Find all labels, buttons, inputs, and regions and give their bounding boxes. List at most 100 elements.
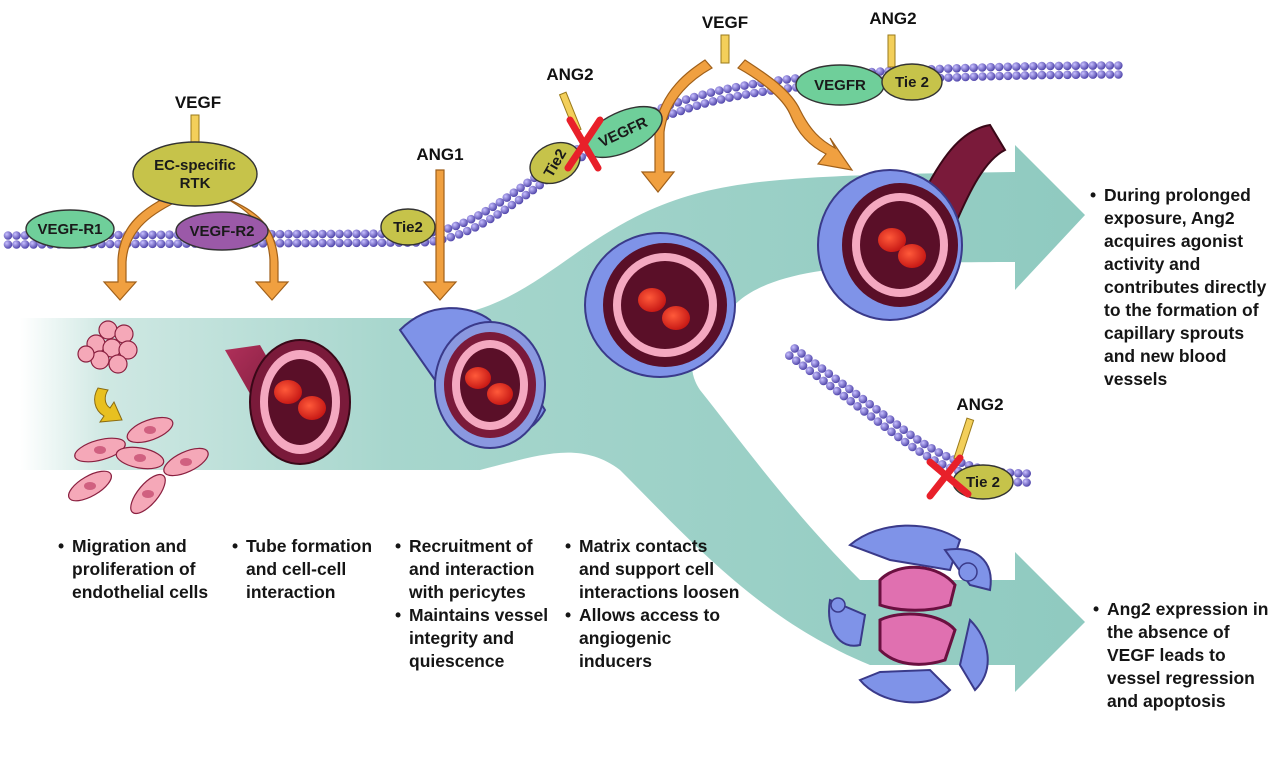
membrane-bead <box>284 229 293 239</box>
membrane-bead <box>952 73 962 82</box>
ang2-right-label: ANG2 <box>869 9 916 28</box>
membrane-bead <box>500 205 510 215</box>
vegf-center-label: VEGF <box>702 13 748 32</box>
membrane-bead <box>488 202 498 212</box>
membrane-bead <box>377 238 387 247</box>
membrane-bead <box>740 81 749 90</box>
membrane-bead <box>173 239 183 248</box>
tie2-ang1-label: Tie2 <box>393 219 423 236</box>
vessel-sprouting <box>817 123 1007 321</box>
membrane-bead <box>1097 61 1106 70</box>
signal-arrow-vegf-center-left <box>640 59 713 193</box>
caption-bullet: Recruitment of and interaction with peri… <box>395 535 555 604</box>
membrane-bead <box>528 185 538 195</box>
caption-bullet: Ang2 expression in the absence of VEGF l… <box>1093 598 1273 713</box>
block-x-lower <box>926 454 972 500</box>
membrane-bead <box>301 238 310 248</box>
membrane-bead <box>105 239 115 249</box>
membrane-bead <box>1105 70 1115 79</box>
membrane-bead <box>165 239 174 248</box>
membrane-bead <box>275 238 285 248</box>
membrane-bead <box>352 229 361 239</box>
membrane-bead <box>831 374 840 384</box>
red-blood-cell <box>878 228 906 252</box>
vessel-tube <box>225 339 351 465</box>
ec-rtk-label-line1: EC-specific <box>154 157 236 174</box>
vessel-with-pericytes <box>398 307 547 449</box>
vegf-left-stem <box>190 114 200 146</box>
membrane-bead <box>748 79 758 89</box>
membrane-bead <box>684 103 694 113</box>
membrane-bead <box>1046 70 1055 80</box>
membrane-bead <box>335 238 344 248</box>
membrane-bead <box>887 427 896 437</box>
membrane-bead <box>459 218 468 228</box>
membrane-bead <box>851 389 861 399</box>
membrane-bead <box>1105 61 1115 70</box>
proliferation-arrow <box>94 387 123 423</box>
membrane-bead <box>698 90 707 99</box>
caption-bullet: Matrix contacts and support cell interac… <box>565 535 740 604</box>
membrane-bead <box>927 444 936 453</box>
membrane-bead <box>1054 61 1064 71</box>
ang2-lower-stem <box>953 417 975 461</box>
membrane-bead <box>708 97 718 106</box>
membrane-bead <box>20 240 30 249</box>
membrane-bead <box>114 230 123 240</box>
membrane-bead <box>3 231 13 240</box>
membrane-bead <box>952 64 961 73</box>
membrane-bead <box>865 399 874 409</box>
membrane-bead <box>798 361 808 371</box>
signal-arrow-vegf-center-right <box>737 59 854 171</box>
membrane-bead <box>509 188 519 197</box>
main-flow-arrow <box>20 145 1085 692</box>
membrane-bead <box>3 240 13 249</box>
membrane-bead <box>1063 61 1072 71</box>
membrane-bead <box>1020 71 1030 80</box>
membrane-bead <box>977 63 987 72</box>
membrane-bead <box>1114 61 1123 70</box>
membrane-bead <box>1013 477 1023 487</box>
membrane-bead <box>785 351 794 360</box>
membrane-bead <box>934 448 944 457</box>
membrane-bead <box>700 99 710 108</box>
membrane-bead <box>309 238 319 248</box>
membrane-bead <box>750 88 759 98</box>
membrane-bead <box>668 109 678 118</box>
membrane-bead <box>131 239 140 249</box>
ligand-labels: VEGF ANG1 ANG2 VEGF ANG2 ANG2 <box>175 9 1004 414</box>
membrane-bead <box>478 219 488 228</box>
membrane-bead <box>819 376 828 386</box>
signal-arrow-ang1 <box>422 169 458 301</box>
membrane-bead <box>860 407 869 416</box>
membrane-bead <box>369 238 378 247</box>
membrane-bead <box>1029 71 1038 80</box>
membrane-bead <box>824 369 834 379</box>
red-blood-cell <box>898 244 926 268</box>
ang2-upper-label: ANG2 <box>546 65 593 84</box>
membrane-bead <box>1071 61 1081 70</box>
membrane-bead <box>994 62 1004 72</box>
membrane-bead <box>913 435 922 444</box>
membrane-bead <box>462 226 472 236</box>
membrane-bead <box>1088 70 1098 79</box>
membrane-bead <box>507 200 517 210</box>
membrane-bead <box>335 229 344 239</box>
membrane-bead <box>139 239 149 249</box>
membrane-bead <box>446 232 456 242</box>
endothelial-cell-cluster <box>77 320 138 374</box>
membrane-bead <box>360 229 370 239</box>
membrane-bead <box>521 190 531 200</box>
membrane-bead <box>1097 70 1106 79</box>
membrane-bead <box>733 91 742 101</box>
membrane-bead <box>706 88 716 97</box>
membrane-bead <box>858 394 868 404</box>
caption-bullet: Migration and proliferation of endotheli… <box>58 535 218 604</box>
membrane-bead <box>139 230 149 240</box>
membrane-bead <box>1022 469 1031 478</box>
ec-rtk-receptor <box>132 141 258 207</box>
membrane-bead <box>326 229 336 239</box>
membrane-bead <box>318 238 327 248</box>
membrane-bead <box>894 432 903 442</box>
membrane-bead <box>899 425 908 435</box>
